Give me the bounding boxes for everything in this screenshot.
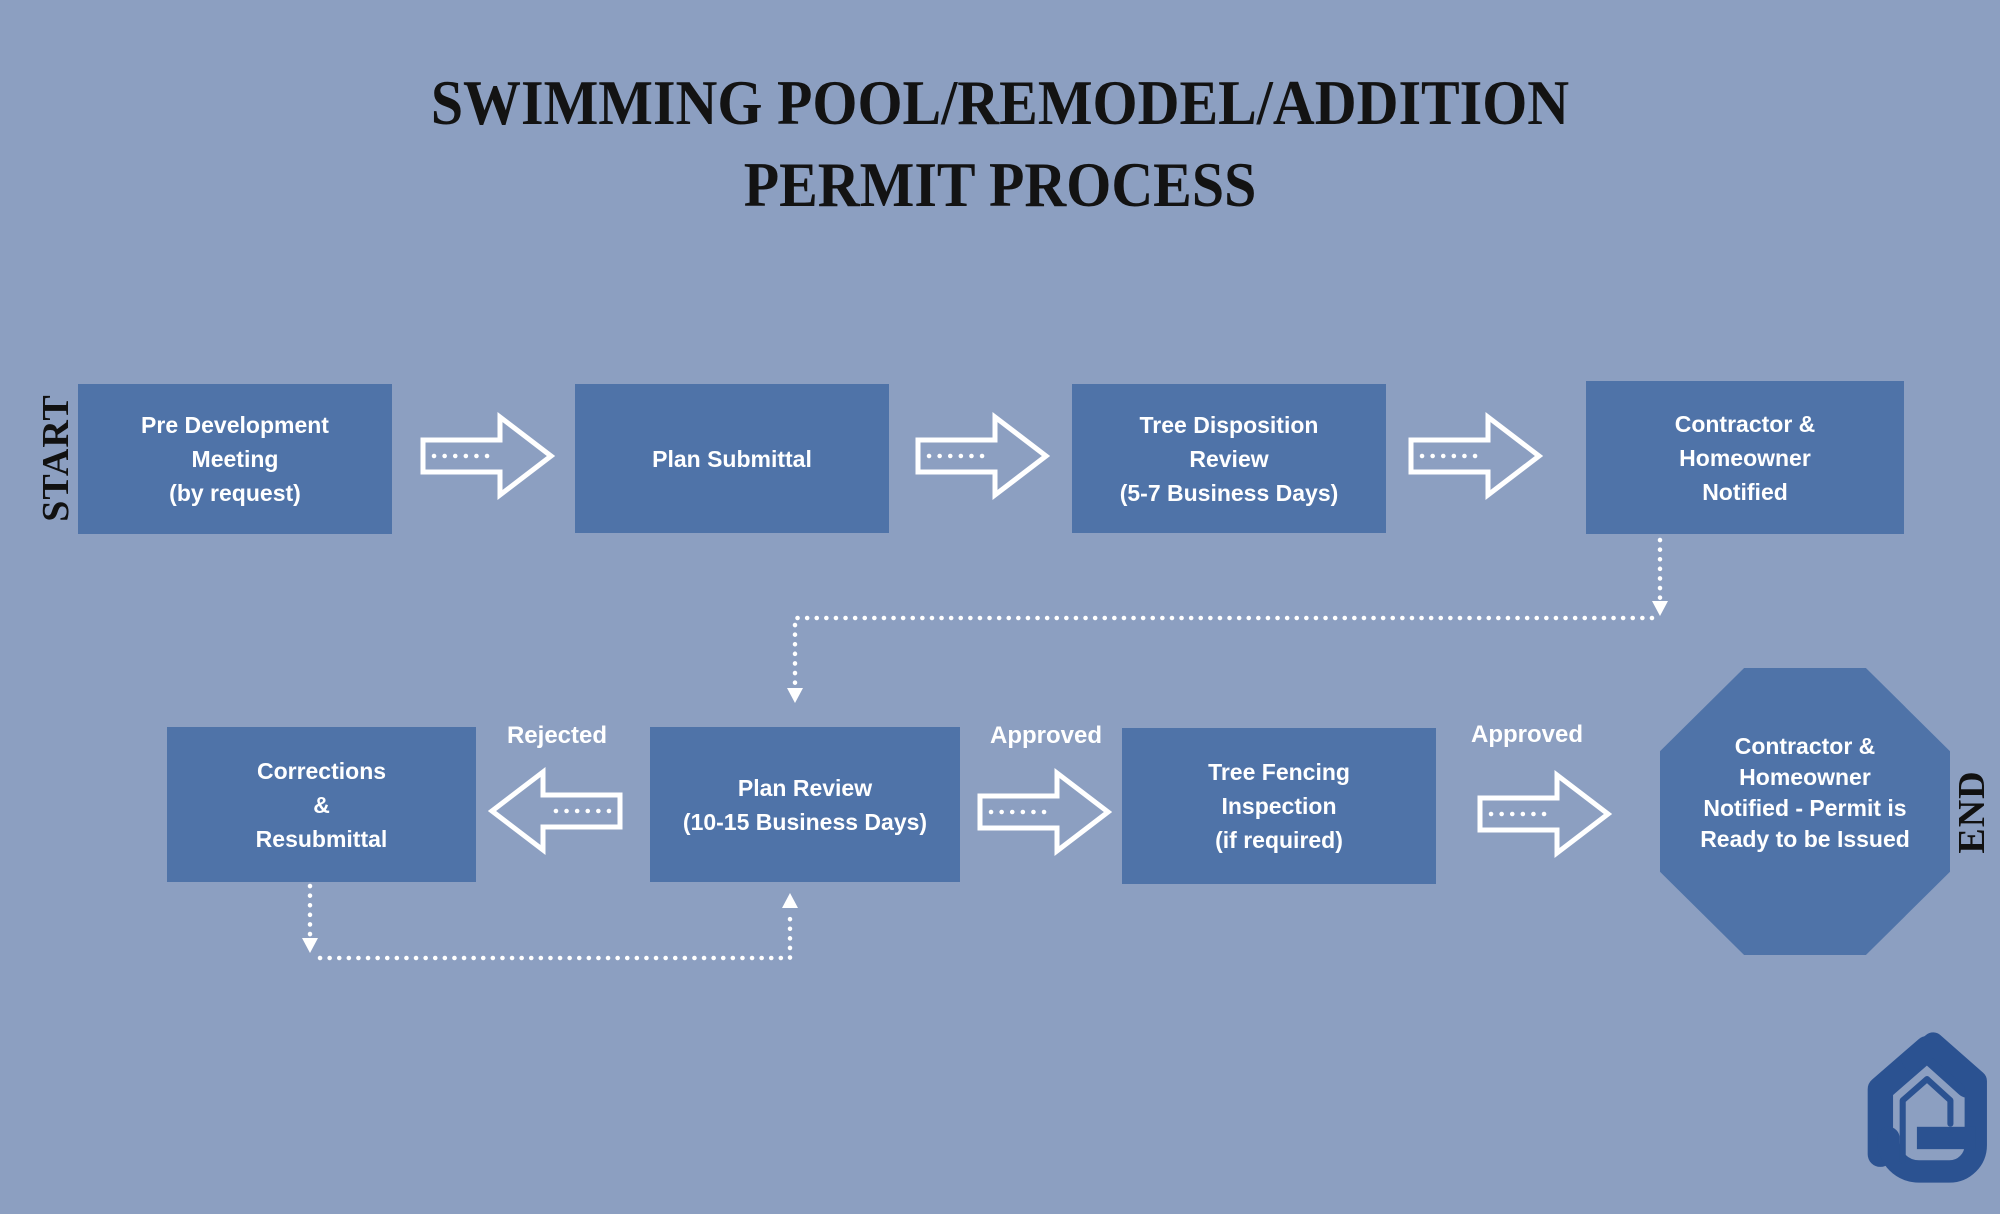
node-text-line: (5-7 Business Days) xyxy=(1119,479,1339,506)
node-text-line: (by request) xyxy=(169,480,301,506)
page-title: SWIMMING POOL/REMODEL/ADDITION PERMIT PR… xyxy=(80,62,1920,226)
node-text-line: & xyxy=(313,791,330,818)
approved-label: Approved xyxy=(989,722,1102,749)
connector-to-plan-review-bottom xyxy=(317,907,793,961)
node-text-line: Homeowner xyxy=(1739,763,1871,790)
node-pre-development-meeting: Pre Development Meeting (by request) xyxy=(78,384,392,534)
arrow-right-icon xyxy=(420,408,555,504)
node-text-line: Corrections xyxy=(256,757,387,784)
page-title-line2: PERMIT PROCESS xyxy=(743,150,1257,220)
node-text-line: (10-15 Business Days) xyxy=(682,808,928,835)
node-text-line: Meeting xyxy=(191,446,279,472)
node-text-line: Notified xyxy=(1702,478,1788,505)
node-text-line: Plan Review xyxy=(737,774,873,801)
page-title-line1: SWIMMING POOL/REMODEL/ADDITION xyxy=(430,68,1570,138)
arrow-right-icon xyxy=(915,408,1050,504)
node-tree-disposition-review: Tree Disposition Review (5-7 Business Da… xyxy=(1072,384,1386,533)
node-text-line: Tree Fencing xyxy=(1208,759,1350,785)
node-permit-ready: Contractor & Homeowner Notified - Permit… xyxy=(1660,668,1950,955)
node-text-line: Pre Development xyxy=(141,412,329,438)
node-text-line: Inspection xyxy=(1221,793,1337,819)
node-text-line: Resubmittal xyxy=(255,825,388,852)
connector-to-plan-review xyxy=(792,615,1655,689)
node-tree-fencing-inspection: Tree Fencing Inspection (if required) xyxy=(1122,728,1436,884)
arrow-right-icon xyxy=(977,763,1112,861)
node-text-line: Tree Disposition xyxy=(1139,411,1319,438)
arrowhead-down-icon xyxy=(302,938,318,953)
rejected-label: Rejected xyxy=(506,722,608,749)
house-logo-icon xyxy=(1856,1026,1990,1186)
node-text-line: Ready to be Issued xyxy=(1700,825,1910,852)
node-corrections-resubmittal: Corrections & Resubmittal xyxy=(167,727,476,882)
arrowhead-down-icon xyxy=(787,688,803,703)
approved-label: Approved xyxy=(1470,721,1583,748)
arrowhead-up-icon xyxy=(782,893,798,908)
node-text-line: Review xyxy=(1189,445,1269,472)
arrowhead-down-icon xyxy=(1652,601,1668,616)
node-plan-review: Plan Review (10-15 Business Days) xyxy=(650,727,960,882)
node-contractor-homeowner-notified: Contractor & Homeowner Notified xyxy=(1586,381,1904,534)
node-text-line: Plan Submittal xyxy=(652,445,812,472)
node-text-line: (if required) xyxy=(1215,827,1343,853)
node-text-line: Contractor & xyxy=(1674,410,1816,437)
arrow-right-icon xyxy=(1477,765,1612,863)
node-text-line: Notified - Permit is xyxy=(1703,794,1907,821)
node-text-line: Homeowner xyxy=(1679,444,1811,471)
node-text-line: Contractor & xyxy=(1734,732,1876,759)
arrow-right-icon xyxy=(1408,408,1543,504)
arrow-left-icon xyxy=(488,762,623,860)
node-plan-submittal: Plan Submittal xyxy=(575,384,889,533)
